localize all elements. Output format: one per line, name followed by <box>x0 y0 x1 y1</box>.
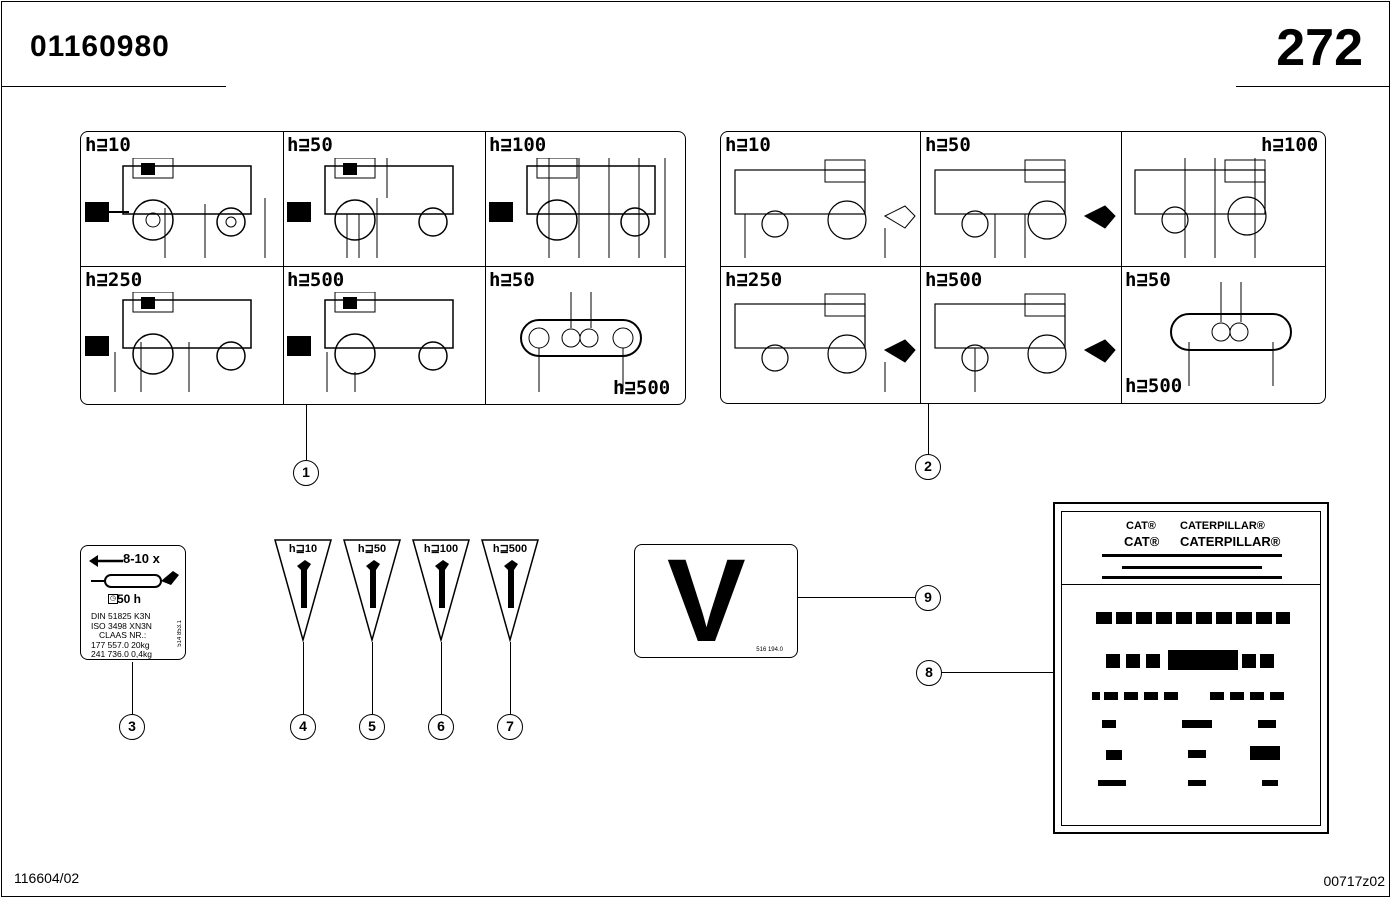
leader-line <box>940 672 1053 673</box>
grease-triangle-shape <box>274 539 332 642</box>
leader-line <box>132 662 133 714</box>
brand-logo: CATERPILLAR® <box>1180 520 1265 532</box>
grease-gun-icon <box>91 571 179 588</box>
arrow-left-icon <box>89 555 123 567</box>
identification-plate: CAT® CATERPILLAR® CAT® CATERPILLAR® <box>1053 502 1329 834</box>
page-number-rule <box>1236 86 1390 87</box>
grease-triangle-shape <box>343 539 401 642</box>
combine-harvester-illustration <box>287 292 454 392</box>
interval-label: h⊒10 <box>725 134 771 156</box>
combine-harvester-illustration <box>1134 158 1267 258</box>
v-sticker: V 516 194.0 <box>634 535 798 667</box>
grease-triangle-shape <box>412 539 470 642</box>
grease-triangle-shape <box>481 539 539 642</box>
lube-specification: DIN 51825 K3N ISO 3498 XN3N CLAAS NR.: 1… <box>91 611 152 659</box>
brand-logo: CAT® <box>1126 520 1156 532</box>
callout-3: 3 <box>119 714 145 740</box>
v-letter: V <box>667 535 746 667</box>
interval-label: h⊒500 <box>287 269 345 291</box>
lubrication-sticker: 8-10 x ◷ 50 h DIN 51825 K3N ISO 3498 XN3… <box>80 545 186 660</box>
callout-9: 9 <box>915 585 941 611</box>
footer-right-code: 00717z02 <box>1323 873 1385 889</box>
leader-line <box>303 642 304 714</box>
leader-line <box>441 642 442 714</box>
callout-6: 6 <box>428 714 454 740</box>
footer-left-code: 116604/02 <box>14 870 80 886</box>
interval-label: h⊒100 <box>1261 134 1319 156</box>
interval-label: h⊒50 <box>925 134 971 156</box>
interval-label: h⊒250 <box>85 269 143 291</box>
interval-label: h⊒100 <box>489 134 547 156</box>
combine-harvester-illustration <box>85 292 252 392</box>
combine-harvester-illustration <box>934 293 1116 392</box>
interval-label: h⊒50 <box>287 134 333 156</box>
callout-5: 5 <box>359 714 385 740</box>
plate-data-fields <box>1092 554 1290 786</box>
interval-label: h⊒10 <box>85 134 131 156</box>
interval-label: h⊒50 <box>1125 269 1171 291</box>
grease-triangle-sticker: h⊒50 <box>342 538 402 642</box>
brand-logo: CATERPILLAR® <box>1180 534 1281 549</box>
combine-harvester-illustration <box>734 293 916 392</box>
lube-hours: 50 h <box>117 592 142 606</box>
track-drive-illustration <box>1170 282 1292 386</box>
interval-label: h⊒500 <box>613 377 671 399</box>
grease-triangle-sticker: h⊒500 <box>480 538 540 642</box>
callout-4: 4 <box>290 714 316 740</box>
combine-harvester-illustration <box>934 159 1116 258</box>
service-interval-sticker-set-2: h⊒10 h⊒50 h⊒100 h⊒250 h⊒500 h⊒50 h⊒500 <box>720 131 1326 404</box>
sticker-code: 514 853.1 <box>177 620 183 647</box>
track-drive-illustration <box>520 292 642 392</box>
brand-logo: CAT® <box>1124 534 1160 549</box>
leader-line <box>928 404 929 455</box>
part-number: 01160980 <box>30 30 170 63</box>
sticker-code: 516 194.0 <box>756 647 783 653</box>
callout-7: 7 <box>497 714 523 740</box>
combine-harvester-illustration <box>85 158 266 258</box>
clock-icon: ◷ <box>108 594 118 604</box>
combine-harvester-illustration <box>287 158 454 258</box>
interval-label: h⊒50 <box>489 269 535 291</box>
callout-8: 8 <box>916 660 942 686</box>
grease-triangle-sticker: h⊒10 <box>273 538 333 642</box>
grease-triangle-sticker: h⊒100 <box>411 538 471 642</box>
combine-harvester-illustration <box>489 158 666 258</box>
combine-harvester-illustration <box>734 159 916 258</box>
interval-label: h⊒500 <box>1125 375 1183 397</box>
leader-line <box>372 642 373 714</box>
lube-interval: 8-10 x <box>123 551 160 566</box>
callout-1: 1 <box>293 460 319 486</box>
callout-2: 2 <box>915 454 941 480</box>
part-number-rule <box>2 86 226 87</box>
service-interval-sticker-set-1: h⊒10 h⊒50 h⊒100 h⊒250 h⊒500 h⊒50 h⊒500 <box>80 131 686 405</box>
interval-label: h⊒500 <box>925 269 983 291</box>
leader-line <box>798 597 915 598</box>
page-number: 272 <box>1276 19 1363 77</box>
leader-line <box>510 642 511 714</box>
leader-line <box>306 405 307 460</box>
interval-label: h⊒250 <box>725 269 783 291</box>
